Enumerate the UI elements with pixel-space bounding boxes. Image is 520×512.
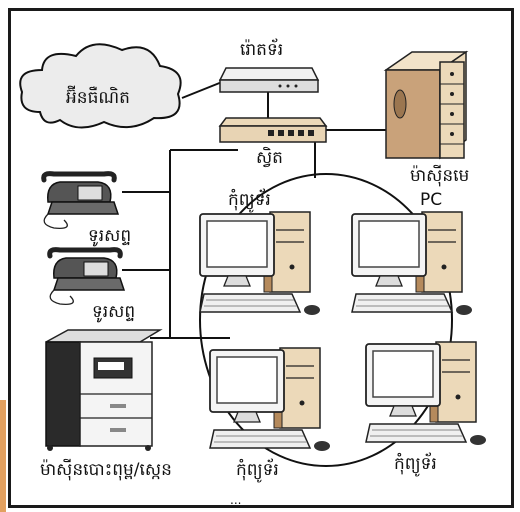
switch-label: ស្វិត — [256, 150, 283, 167]
computer-icon — [366, 342, 486, 445]
computer-label-top: កុំព្យូទ័រ — [228, 192, 271, 209]
phone-icon — [44, 174, 118, 229]
computer-icon — [200, 212, 320, 315]
computer-icon — [210, 348, 330, 451]
phone-icon — [50, 250, 124, 305]
computer-label-bottom-left: កុំព្យូទ័រ — [236, 462, 279, 479]
printer-label: ម៉ាស៊ីនបោះពុម្ព/ស្កេន — [40, 462, 172, 479]
router-label: រ៉ោតទ័រ — [240, 42, 283, 59]
phone-label-1: ទូរសព្ទ — [88, 228, 131, 245]
server-label: ម៉ាស៊ីនមេ — [410, 168, 469, 185]
printer-icon — [46, 330, 160, 451]
router-icon — [220, 68, 318, 92]
switch-icon — [220, 118, 326, 142]
computer-label-bottom-right: កុំព្យូទ័រ — [394, 456, 437, 473]
internet-label: អ៊ីនធឺណិត — [66, 90, 130, 107]
phone-label-2: ទូរសព្ទ — [92, 304, 135, 321]
server-sublabel: PC — [420, 192, 442, 209]
computer-icon — [352, 212, 472, 315]
footer-partial-text: ... — [230, 494, 241, 506]
server-icon — [386, 52, 466, 158]
cloud-icon — [20, 44, 180, 127]
